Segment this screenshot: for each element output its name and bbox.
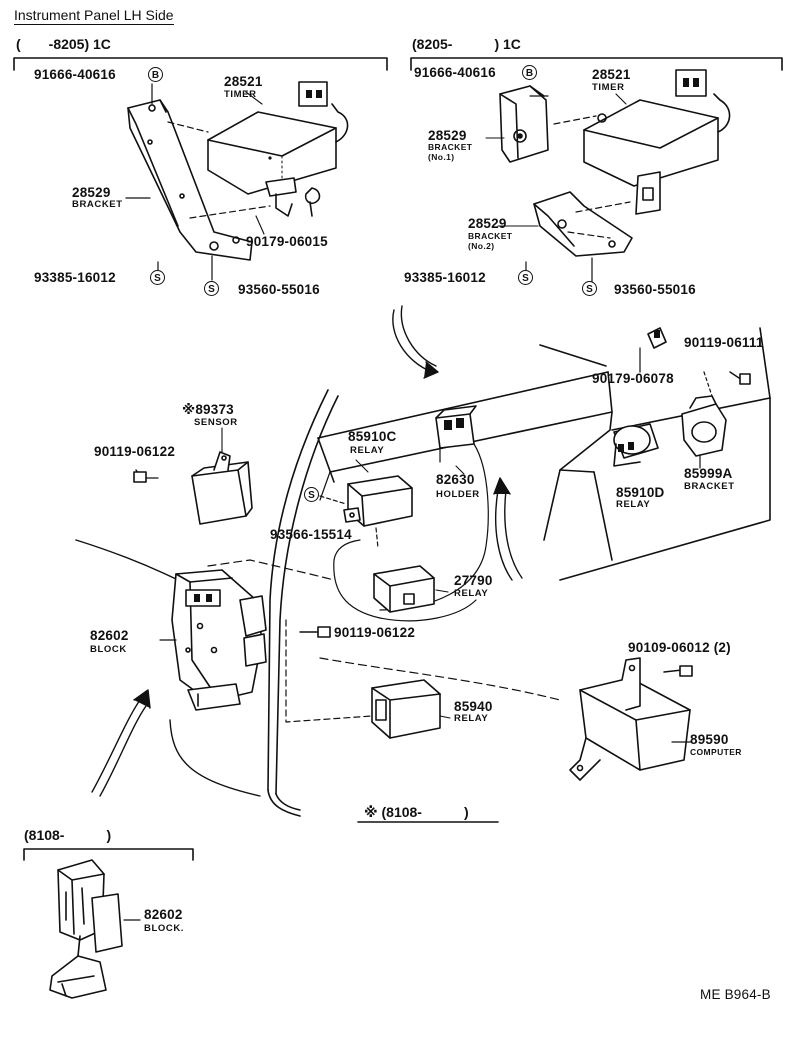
holder-82630-illustration — [379, 405, 489, 611]
diagram-code: ME B964-B — [700, 987, 771, 1002]
label-91666-right: 91666-40616 — [414, 65, 496, 80]
label-28529-no2: 28529 — [468, 216, 507, 231]
label-relay-85910d: RELAY — [616, 499, 651, 510]
section-label-left-top: ( -8205) 1C — [16, 36, 111, 52]
bracket-no1-illustration — [499, 85, 597, 163]
label-block-bottom: BLOCK. — [144, 923, 185, 934]
label-holder: HOLDER — [436, 489, 480, 500]
label-89590: 89590 — [690, 732, 729, 747]
screw-s-badge-icon: S — [150, 270, 165, 285]
clip-90179-06078-illustration — [639, 327, 667, 373]
label-relay-85910c: RELAY — [350, 445, 385, 456]
label-90119-06122-top: 90119-06122 — [94, 444, 176, 459]
label-93560-right: 93560-55016 — [614, 282, 696, 297]
label-93385-right: 93385-16012 — [404, 270, 486, 285]
page-title: Instrument Panel LH Side — [14, 7, 174, 25]
label-bracket-85999a: BRACKET — [684, 481, 735, 492]
dashboard-structure — [75, 327, 771, 817]
section-label-bottom-center: ※ (8108- ) — [364, 804, 469, 820]
label-block: BLOCK — [90, 644, 127, 655]
section-label-bottom-left: (8108- ) — [24, 827, 112, 843]
label-28529-no1: 28529 — [428, 128, 467, 143]
label-relay-85940: RELAY — [454, 713, 489, 724]
label-no1: (No.1) — [428, 152, 455, 162]
relay-85910c-illustration — [319, 475, 413, 549]
label-93385-left: 93385-16012 — [34, 270, 116, 285]
relay-85910d-illustration — [613, 423, 659, 467]
label-bracket-left: BRACKET — [72, 199, 123, 210]
screw-90119-06122-illustration — [285, 619, 561, 723]
screw-s-badge-icon: S — [582, 281, 597, 296]
label-28529-left: 28529 — [72, 185, 111, 200]
label-computer: COMPUTER — [690, 747, 742, 757]
bracket-85999a-illustration — [681, 395, 727, 469]
label-90179-06078: 90179-06078 — [592, 371, 674, 386]
label-91666-left: 91666-40616 — [34, 67, 116, 82]
label-85940: 85940 — [454, 699, 493, 714]
label-90119-06122-bottom: 90119-06122 — [334, 625, 416, 640]
label-bracket-no2: BRACKET — [468, 231, 513, 241]
sensor-89373-illustration — [133, 451, 253, 525]
bracket-no2-illustration — [525, 191, 633, 283]
label-28521-left: 28521 — [224, 74, 263, 89]
label-relay-27790: RELAY — [454, 588, 489, 599]
screw-s-badge-icon: S — [204, 281, 219, 296]
label-90109-06012: 90109-06012 (2) — [628, 640, 731, 655]
section-brackets — [13, 57, 783, 861]
bracket-left-illustration — [125, 83, 321, 281]
screw-s-badge-icon: S — [304, 487, 319, 502]
relay-85940-illustration — [371, 679, 441, 739]
section-label-right-top: (8205- ) 1C — [412, 36, 521, 52]
label-85910d: 85910D — [616, 485, 665, 500]
label-27790: 27790 — [454, 573, 493, 588]
label-28521-right: 28521 — [592, 67, 631, 82]
label-timer-right: TIMER — [592, 82, 625, 93]
label-82602: 82602 — [90, 628, 129, 643]
timer-right-illustration — [583, 69, 731, 215]
label-90179-06015: 90179-06015 — [246, 234, 328, 249]
computer-89590-illustration — [569, 657, 693, 781]
block-82602-bottom-illustration — [49, 859, 141, 999]
timer-left-illustration — [207, 81, 349, 217]
block-82602-illustration — [159, 559, 335, 711]
label-85910c: 85910C — [348, 429, 397, 444]
label-90119-06111: 90119-06111 — [684, 335, 764, 350]
label-timer-left: TIMER — [224, 89, 257, 100]
label-82602-bottom: 82602 — [144, 907, 183, 922]
label-no2: (No.2) — [468, 241, 495, 251]
label-sensor: SENSOR — [194, 417, 238, 428]
screw-s-badge-icon: S — [518, 270, 533, 285]
bolt-b-badge-icon: B — [522, 65, 537, 80]
label-89373: ※89373 — [182, 402, 234, 417]
screw-90119-06111-illustration — [703, 371, 751, 397]
relay-27790-illustration — [333, 539, 477, 622]
label-bracket-no1: BRACKET — [428, 142, 473, 152]
label-85999a: 85999A — [684, 466, 733, 481]
label-93566-15514: 93566-15514 — [270, 527, 352, 542]
label-82630: 82630 — [436, 472, 475, 487]
label-93560-left: 93560-55016 — [238, 282, 320, 297]
assembly-arrows — [91, 305, 523, 797]
leader-lines — [221, 91, 627, 719]
bolt-b-badge-icon: B — [148, 67, 163, 82]
